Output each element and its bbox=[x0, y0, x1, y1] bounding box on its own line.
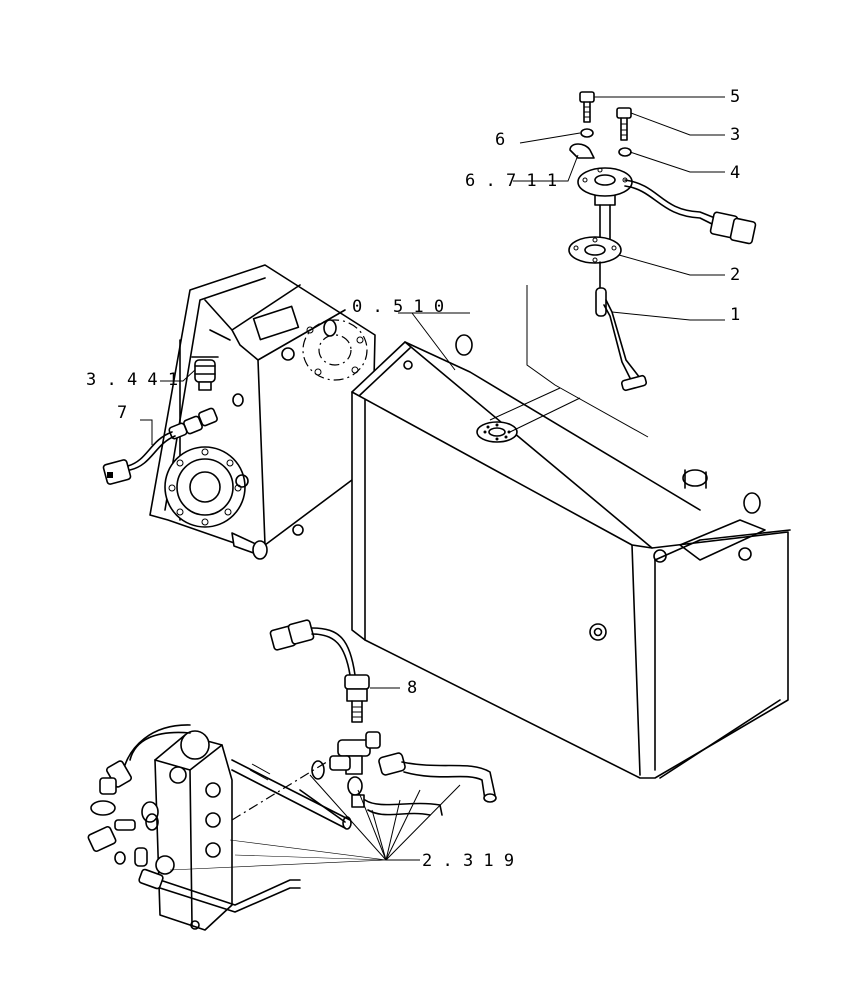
fuel-level-sender-assembly bbox=[568, 91, 757, 392]
callout-7: 7 bbox=[117, 403, 127, 423]
reference-2-319: 2 . 3 1 9 bbox=[422, 851, 514, 871]
callout-1: 1 bbox=[730, 305, 740, 325]
item-3-bolt bbox=[616, 107, 632, 141]
item-4-washer bbox=[618, 147, 632, 157]
transmission-housing bbox=[149, 264, 376, 560]
reference-3-441: 3 . 4 4 1 bbox=[86, 370, 178, 390]
hydraulic-valve-block bbox=[87, 724, 497, 931]
reference-0-510: 0 . 5 1 0 bbox=[352, 297, 444, 317]
reference-6-711: 6 . 7 1 1 bbox=[465, 171, 557, 191]
callout-3: 3 bbox=[730, 125, 740, 145]
callout-labels: 5 3 4 2 1 6 6 . 7 1 1 0 . 5 1 0 3 . 4 4 … bbox=[86, 87, 740, 871]
item-6-washer bbox=[580, 128, 594, 138]
callout-6: 6 bbox=[495, 130, 505, 150]
fuel-tank bbox=[351, 285, 791, 779]
item-2-gasket bbox=[568, 236, 622, 264]
housing-sender-fitting bbox=[191, 356, 219, 391]
callout-2: 2 bbox=[730, 265, 740, 285]
leader-lines bbox=[140, 96, 725, 871]
item-5-bolt bbox=[579, 91, 595, 123]
item-1-float-arm bbox=[595, 261, 648, 392]
callout-4: 4 bbox=[730, 163, 740, 183]
item-8-pressure-switch bbox=[269, 619, 370, 723]
callout-8: 8 bbox=[407, 678, 417, 698]
callout-5: 5 bbox=[730, 87, 740, 107]
item-7-temperature-sensor bbox=[102, 407, 218, 485]
housing-flange-plate bbox=[302, 319, 368, 381]
